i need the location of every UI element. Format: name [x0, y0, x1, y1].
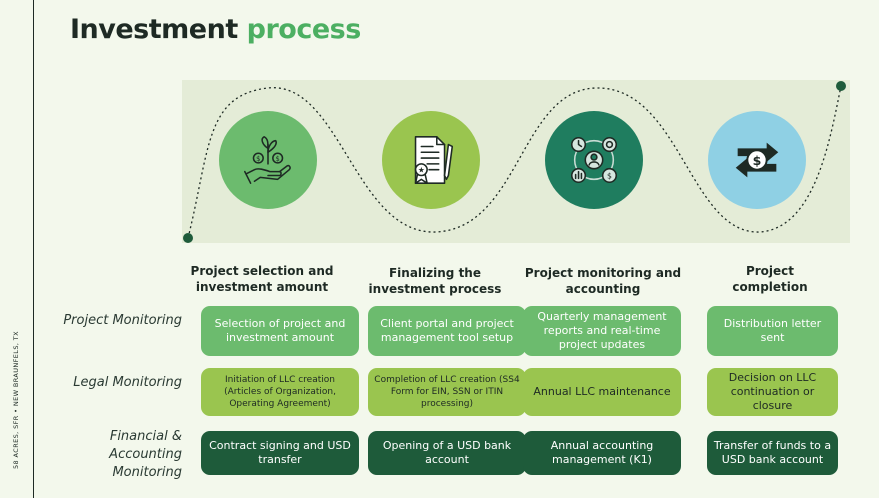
cell-legal-1: Initiation of LLC creation (Articles of …	[201, 368, 359, 416]
dotted-path	[187, 85, 842, 239]
page-title: Investment process	[70, 14, 361, 45]
cell-legal-3: Annual LLC maintenance	[523, 368, 681, 416]
row-label-financial-accounting: Financial & Accounting Monitoring	[109, 429, 182, 480]
cell-project-2: Client portal and project management too…	[368, 306, 526, 356]
column-heading-2: Finalizing the investment process	[368, 266, 502, 296]
svg-text:$: $	[276, 155, 280, 163]
column-heading-1: Project selection and investment amount	[190, 264, 334, 294]
step-3-circle: $	[545, 111, 643, 209]
cell-financial-2: Opening of a USD bank account	[368, 431, 526, 475]
step-1-circle: $ $	[219, 111, 317, 209]
contract-certificate-icon: ★	[414, 136, 454, 184]
column-heading-3: Project monitoring and accounting	[524, 266, 682, 296]
cell-financial-4: Transfer of funds to a USD bank account	[707, 431, 838, 475]
end-dot	[836, 81, 846, 91]
monitoring-analytics-icon: $	[570, 136, 618, 184]
cell-legal-2: Completion of LLC creation (SS4 Form for…	[368, 368, 526, 416]
cell-project-1: Selection of project and investment amou…	[201, 306, 359, 356]
cell-project-3: Quarterly management reports and real-ti…	[523, 306, 681, 356]
cell-legal-4: Decision on LLC continuation or closure	[707, 368, 838, 416]
title-main: Investment	[70, 14, 238, 45]
svg-text:$: $	[256, 155, 260, 163]
step-4-circle: $	[708, 111, 806, 209]
cell-financial-1: Contract signing and USD transfer	[201, 431, 359, 475]
cell-financial-3: Annual accounting management (K1)	[523, 431, 681, 475]
row-label-legal-monitoring: Legal Monitoring	[73, 375, 182, 390]
cell-project-4: Distribution letter sent	[707, 306, 838, 356]
svg-text:$: $	[607, 171, 612, 180]
column-heading-4: Project completion	[732, 264, 808, 294]
title-accent: process	[246, 14, 362, 45]
svg-text:$: $	[753, 153, 762, 168]
step-2-circle: ★	[382, 111, 480, 209]
side-strip: 58 ACRES, SFR • NEW BRAUNFELS, TX	[0, 0, 34, 498]
row-label-project-monitoring: Project Monitoring	[63, 313, 182, 328]
money-plant-hand-icon: $ $	[244, 136, 291, 184]
money-exchange-icon: $	[735, 142, 779, 178]
svg-text:★: ★	[418, 166, 425, 175]
start-dot	[183, 233, 193, 243]
